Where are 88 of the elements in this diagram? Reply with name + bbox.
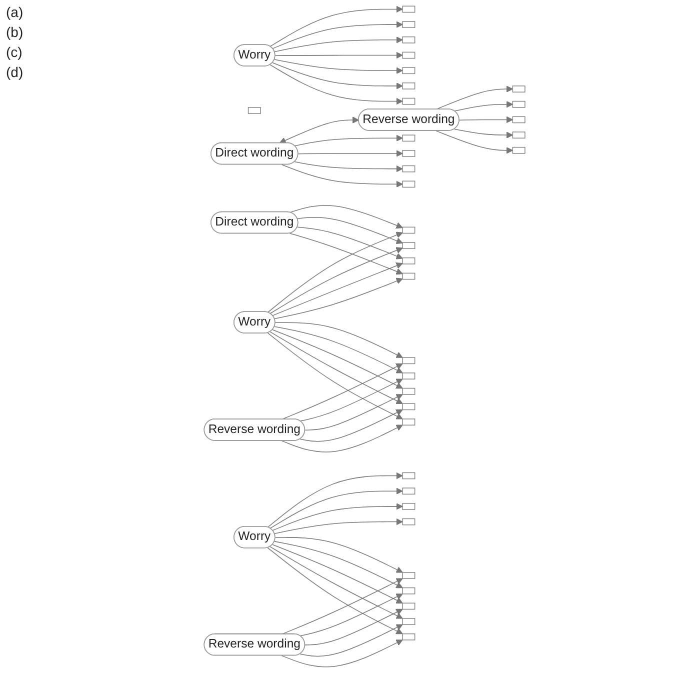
node-box bbox=[402, 518, 416, 526]
arrow bbox=[454, 100, 514, 112]
node-box bbox=[402, 180, 416, 188]
arrow bbox=[268, 232, 404, 313]
arrow bbox=[268, 332, 404, 420]
node-box bbox=[402, 165, 416, 172]
node-box bbox=[512, 116, 526, 124]
arrow bbox=[270, 247, 404, 314]
node-box bbox=[512, 132, 526, 138]
node-box bbox=[402, 6, 416, 13]
arrow bbox=[270, 331, 404, 404]
node-box bbox=[402, 272, 416, 280]
arrow bbox=[454, 128, 514, 138]
node-box bbox=[402, 388, 416, 395]
arrow bbox=[282, 363, 404, 420]
arrow bbox=[297, 226, 404, 260]
arrow bbox=[270, 488, 404, 529]
node-box bbox=[402, 633, 416, 640]
arrow bbox=[274, 59, 404, 74]
arrow bbox=[459, 116, 514, 124]
node-box bbox=[402, 82, 416, 90]
arrow bbox=[274, 518, 404, 534]
panel-label: (c) bbox=[6, 44, 24, 60]
arrow bbox=[282, 164, 404, 188]
node-box bbox=[402, 257, 416, 264]
panel-label: (d) bbox=[6, 64, 24, 80]
node-box bbox=[402, 357, 416, 364]
arrow bbox=[305, 608, 404, 646]
node-box bbox=[402, 150, 416, 157]
arrow bbox=[272, 62, 404, 90]
arrow bbox=[274, 326, 404, 374]
arrow bbox=[272, 544, 404, 604]
arrow bbox=[274, 278, 404, 320]
arrow bbox=[272, 21, 404, 49]
arrow bbox=[294, 134, 404, 146]
arrow bbox=[436, 130, 514, 154]
node-box bbox=[402, 618, 416, 625]
panel-label: (a) bbox=[6, 4, 24, 20]
node-box bbox=[402, 472, 416, 480]
node-box bbox=[248, 107, 262, 114]
node-box bbox=[402, 36, 416, 44]
node-box bbox=[402, 403, 416, 410]
node-box bbox=[402, 52, 416, 59]
node-box bbox=[402, 242, 416, 249]
arrow bbox=[268, 547, 404, 634]
node-box bbox=[402, 587, 416, 594]
arrow bbox=[290, 233, 404, 275]
node-box bbox=[402, 134, 416, 142]
node-box bbox=[402, 372, 416, 380]
node-box bbox=[402, 67, 416, 74]
arrow bbox=[300, 594, 404, 636]
arrow bbox=[436, 86, 514, 110]
arrow bbox=[272, 503, 404, 531]
node-box bbox=[402, 226, 416, 234]
arrow bbox=[275, 322, 404, 358]
arrow bbox=[270, 6, 404, 47]
node-box bbox=[402, 502, 416, 510]
arrow bbox=[300, 624, 404, 657]
arrow bbox=[272, 262, 404, 316]
arrow bbox=[270, 546, 404, 619]
arrow bbox=[268, 472, 404, 528]
node-box bbox=[402, 488, 416, 495]
arrow bbox=[282, 640, 404, 668]
node-box bbox=[512, 86, 526, 92]
node-box bbox=[402, 21, 416, 28]
arrow bbox=[298, 150, 404, 157]
arrow bbox=[300, 378, 404, 422]
node-box bbox=[512, 146, 526, 154]
arrow bbox=[305, 394, 404, 430]
arrow bbox=[274, 36, 404, 52]
arrow bbox=[297, 216, 404, 244]
arrow bbox=[282, 578, 404, 635]
arrow bbox=[275, 52, 404, 59]
node-box bbox=[402, 418, 416, 426]
node-box bbox=[402, 98, 416, 105]
panel-label: (b) bbox=[6, 24, 24, 40]
node-box bbox=[402, 572, 416, 579]
arrow bbox=[270, 64, 404, 105]
arrow bbox=[290, 205, 404, 229]
arrow bbox=[275, 537, 404, 573]
arrow bbox=[282, 424, 404, 452]
arrow bbox=[294, 161, 404, 172]
node-box bbox=[512, 100, 526, 108]
arrow bbox=[272, 329, 404, 389]
arrow bbox=[300, 409, 404, 442]
arrow bbox=[274, 541, 404, 588]
node-box bbox=[402, 602, 416, 610]
arrow bbox=[280, 116, 360, 144]
